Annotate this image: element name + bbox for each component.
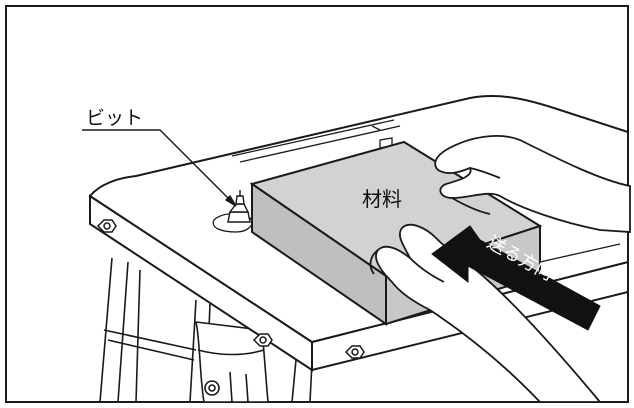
bit-leader (82, 129, 237, 207)
table-bolts (96, 219, 365, 359)
table-top-details (212, 119, 621, 263)
hand-back (434, 135, 631, 233)
router-bit (227, 190, 251, 223)
bolt-2 (252, 333, 273, 347)
feed-direction-arrow (431, 225, 601, 331)
bolt-3 (344, 345, 365, 359)
hand-front (369, 223, 602, 403)
material-label: 材料 (362, 187, 402, 211)
bit-label: ビット (86, 107, 143, 129)
bolt-1 (96, 219, 117, 233)
